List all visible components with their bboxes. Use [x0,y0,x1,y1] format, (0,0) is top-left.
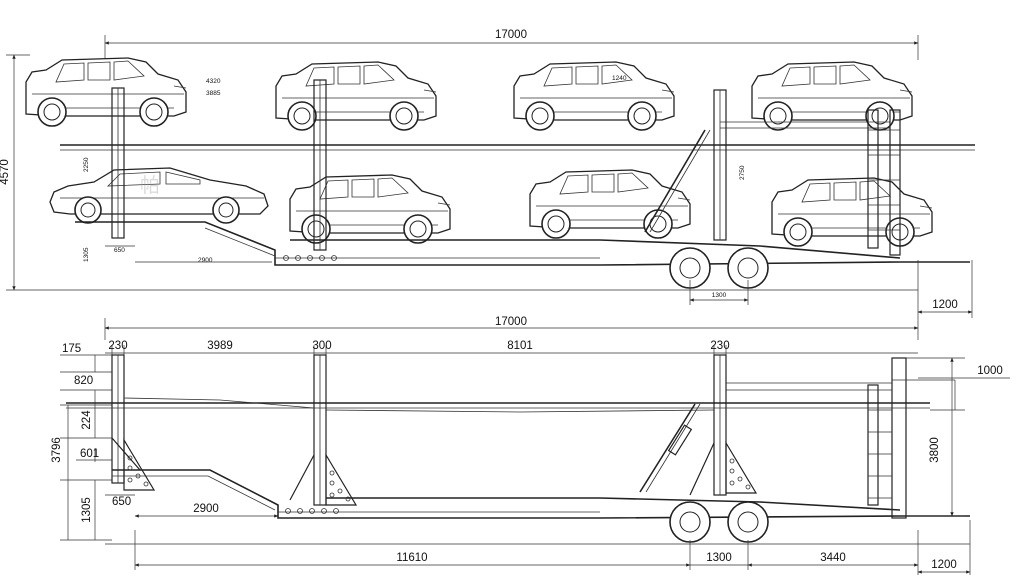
top-overall-height-label: 4570 [0,159,11,185]
left-3796: 3796 [51,437,63,463]
upper-car-2 [275,61,437,131]
top-lower-label: 1305 [83,247,90,262]
loaded-side-view: 17000 4570 4320 3885 1240 [0,29,975,318]
empty-side-view: 17000 230 3989 300 8101 230 [51,316,1010,575]
bottom-wheel-1 [669,501,711,543]
bottom-left-dimensions: 175 820 224 3796 601 1305 [51,343,112,541]
lower-car-3 [529,169,691,239]
bottom-overall-length-label: 17000 [495,316,527,328]
right-3800: 3800 [929,437,941,463]
top-right-label: 2750 [739,165,746,180]
bottom-upper-deck [66,379,955,413]
car-dim-label-3: 1240 [612,75,627,82]
top-front-overhang-label: 1200 [932,299,958,311]
seg-230-right: 230 [710,340,729,352]
lower-car-4 [771,177,933,247]
left-601: 601 [80,448,99,460]
bottom-1300: 1300 [706,552,732,564]
bottom-posts [111,354,907,519]
bottom-11610: 11610 [396,552,427,564]
top-overall-length-dimension: 17000 [104,29,919,60]
left-175: 175 [62,343,81,355]
upper-car-1 [25,57,187,127]
left-820: 820 [74,375,93,387]
gooseneck-2900: 2900 [193,503,219,515]
bottom-wheel-2 [727,501,769,543]
left-224: 224 [81,410,93,430]
seg-230-left: 230 [108,340,127,352]
top-mid-label: 2250 [83,157,90,172]
top-axle-spacing-label: 1300 [712,292,727,299]
bottom-1200: 1200 [931,559,957,571]
bottom-overall-length-dimension: 17000 [104,316,919,340]
right-1000: 1000 [977,365,1003,377]
car-dim-label-2: 3885 [206,90,221,97]
seg-3989: 3989 [207,340,233,352]
seg-300: 300 [312,340,331,352]
bottom-chain-dimensions: 11610 1300 3440 1200 [105,520,971,575]
top-deck-label-650: 650 [114,247,125,254]
bottom-3440: 3440 [820,552,846,564]
gooseneck-650: 650 [112,496,131,508]
top-lower-chassis [75,221,970,266]
top-posts [111,79,901,256]
seg-8101: 8101 [507,340,533,352]
upper-car-4 [751,61,913,131]
top-overall-height-dimension: 4570 [0,54,30,291]
bottom-right-dimensions: 3800 1000 [906,357,1010,517]
bottom-segment-dimensions: 230 3989 300 8101 230 [105,340,918,360]
bottom-lower-chassis [111,437,970,519]
left-1305: 1305 [81,497,93,523]
car-dim-label-1: 4320 [206,78,221,85]
watermark: 帕 [140,173,160,197]
upper-car-3 [513,61,675,131]
top-deck-label-2900: 2900 [198,257,213,264]
top-overall-length-label: 17000 [495,29,527,41]
